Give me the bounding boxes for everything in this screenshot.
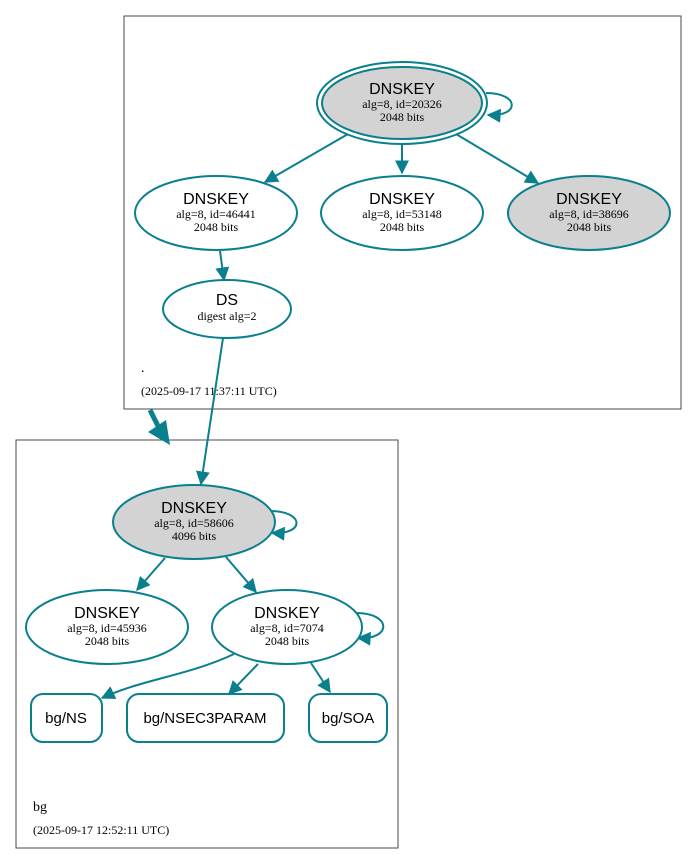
edge-zsk1-ds	[215, 250, 230, 282]
root-zsk3-node: DNSKEY alg=8, id=38696 2048 bits	[507, 175, 671, 251]
root-zsk3-bits: 2048 bits	[567, 220, 612, 234]
edge-zone-delegation-head	[148, 420, 170, 445]
bg-zsk2-title: DNSKEY	[254, 605, 320, 622]
bg-ksk-node: DNSKEY alg=8, id=58606 4096 bits	[112, 484, 276, 560]
bg-zsk1-alg-id: alg=8, id=45936	[67, 621, 147, 635]
bg-zsk1-title: DNSKEY	[74, 605, 140, 622]
edge-root-ksk-zsk1	[263, 133, 349, 183]
bg-ksk-title: DNSKEY	[161, 500, 227, 517]
bg-ns-label: bg/NS	[45, 710, 87, 727]
root-zone-cluster: . (2025-09-17 11:37:11 UTC)	[123, 15, 682, 410]
bg-nsec3param-rrset: bg/NSEC3PARAM	[126, 693, 285, 743]
root-ds-title: DS	[216, 292, 238, 309]
edge-bg-zsk2-ns	[100, 653, 235, 699]
root-zone-timestamp: (2025-09-17 11:37:11 UTC)	[141, 384, 277, 398]
bg-soa-label: bg/SOA	[322, 710, 375, 727]
root-ds-digest: digest alg=2	[197, 309, 256, 323]
root-zsk2-title: DNSKEY	[369, 191, 435, 208]
root-zsk3-alg-id: alg=8, id=38696	[549, 207, 629, 221]
edge-bg-zsk2-soa	[310, 662, 331, 694]
root-ds-node: DS digest alg=2	[162, 279, 292, 339]
bg-zsk1-node: DNSKEY alg=8, id=45936 2048 bits	[25, 589, 189, 665]
edge-bg-ksk-zsk1	[136, 557, 166, 592]
root-zsk1-node: DNSKEY alg=8, id=46441 2048 bits	[134, 175, 298, 251]
edge-root-ksk-zsk3	[455, 133, 540, 184]
root-zone-border	[123, 15, 682, 410]
bg-ksk-alg-id: alg=8, id=58606	[154, 516, 234, 530]
root-zsk1-title: DNSKEY	[183, 191, 249, 208]
bg-zone-timestamp: (2025-09-17 12:52:11 UTC)	[33, 823, 169, 837]
edges	[100, 92, 540, 699]
root-zsk1-alg-id: alg=8, id=46441	[176, 207, 256, 221]
root-ksk-node: DNSKEY alg=8, id=20326 2048 bits	[316, 61, 488, 145]
root-ksk-bits: 2048 bits	[380, 110, 425, 124]
bg-zsk2-alg-id: alg=8, id=7074	[250, 621, 324, 635]
bg-ns-rrset: bg/NS	[30, 693, 103, 743]
bg-zsk1-bits: 2048 bits	[85, 634, 130, 648]
edge-root-ksk-self	[485, 92, 513, 123]
root-zsk2-node: DNSKEY alg=8, id=53148 2048 bits	[320, 175, 484, 251]
bg-zone-name: bg	[33, 800, 47, 815]
bg-ksk-bits: 4096 bits	[172, 529, 217, 543]
bg-zsk2-bits: 2048 bits	[265, 634, 310, 648]
bg-nsec3param-label: bg/NSEC3PARAM	[143, 710, 266, 727]
edge-bg-ksk-self	[269, 510, 298, 541]
edge-ds-bg-ksk	[195, 337, 224, 486]
edge-bg-zsk2-self	[355, 612, 385, 646]
root-zsk2-alg-id: alg=8, id=53148	[362, 207, 442, 221]
root-zsk2-bits: 2048 bits	[380, 220, 425, 234]
root-ksk-title: DNSKEY	[369, 81, 435, 98]
root-ksk-alg-id: alg=8, id=20326	[362, 97, 442, 111]
edge-bg-ksk-zsk2	[225, 556, 257, 594]
bg-soa-rrset: bg/SOA	[308, 693, 388, 743]
root-zsk3-title: DNSKEY	[556, 191, 622, 208]
root-zsk1-bits: 2048 bits	[194, 220, 239, 234]
root-zone-name: .	[141, 361, 145, 376]
edge-bg-zsk2-nsec3param	[228, 663, 259, 696]
bg-zsk2-node: DNSKEY alg=8, id=7074 2048 bits	[211, 589, 363, 665]
